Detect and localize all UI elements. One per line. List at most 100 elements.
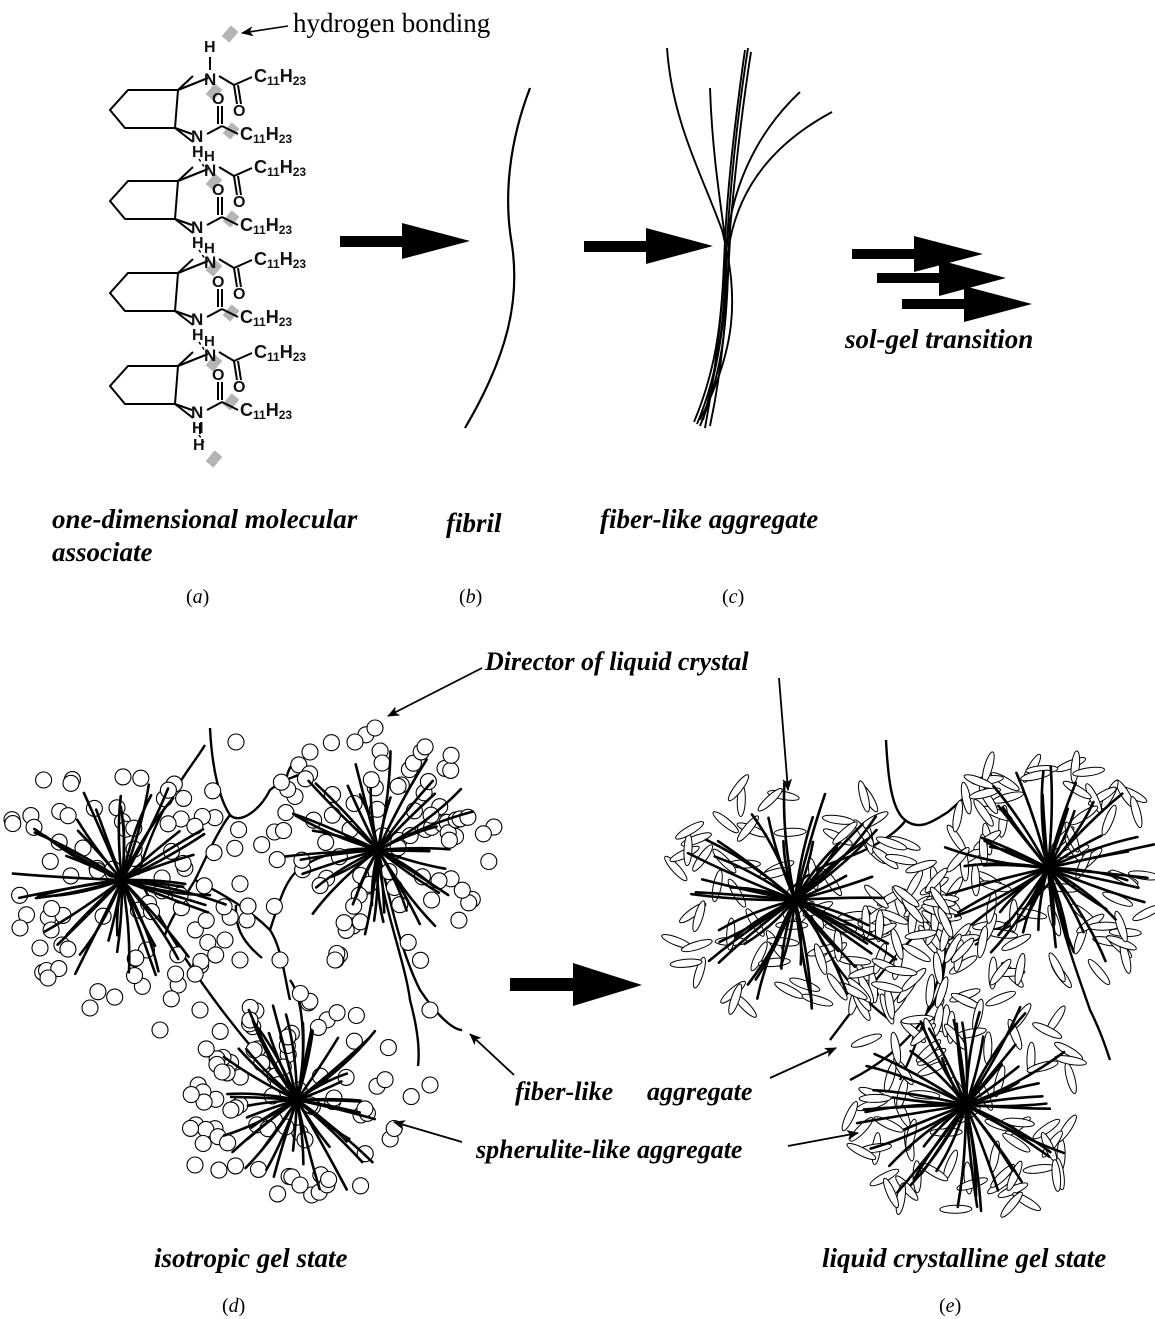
- oxygen-atom: O: [233, 379, 245, 396]
- spherulite-core: [373, 845, 383, 855]
- hydrogen-atom: H: [204, 240, 215, 257]
- spherulite-arrow-left: [394, 1122, 462, 1142]
- solvent-molecule-circle: [212, 1023, 228, 1039]
- liquid-crystal-mesogen: [1131, 902, 1155, 923]
- solvent-molecule-circle: [278, 805, 294, 821]
- caption-c: (c): [722, 586, 744, 609]
- carbonyl-bond: [238, 176, 241, 195]
- sol-gel-transition-label: sol-gel transition: [845, 324, 1033, 355]
- solvent-molecule-circle: [227, 840, 243, 856]
- director-arrow-right: [779, 678, 788, 790]
- solvent-molecule-circle: [254, 837, 270, 853]
- solvent-molecule-circle: [60, 941, 76, 957]
- ring-bond: [175, 366, 178, 404]
- fiber-strand: [703, 88, 726, 420]
- solvent-molecule-circle: [374, 755, 390, 771]
- spherulite-label: spherulite-like aggregate: [476, 1135, 742, 1165]
- alkyl-chain-label: C11H23: [254, 157, 306, 179]
- solvent-molecule-circle: [324, 807, 340, 823]
- liquid-crystal-mesogen: [683, 834, 693, 866]
- solvent-molecule-circle: [363, 772, 379, 788]
- ring-bond: [175, 90, 178, 128]
- oxygen-atom: O: [212, 274, 224, 291]
- solvent-molecule-circle: [422, 1002, 438, 1018]
- spherulite-core: [117, 875, 127, 885]
- fiber-like-arrow-right: [770, 1048, 836, 1078]
- solvent-molecule-circle: [115, 769, 131, 785]
- solvent-molecule-circle: [228, 734, 244, 750]
- solvent-molecule-circle: [63, 775, 79, 791]
- process-arrow-b-to-c: [584, 228, 713, 264]
- liquid-crystal-mesogen: [859, 1094, 891, 1103]
- solvent-molecule-circle: [454, 882, 470, 898]
- oxygen-atom: O: [233, 103, 245, 120]
- solvent-molecule-circle: [377, 1072, 393, 1088]
- fiber-strand: [710, 112, 832, 426]
- bond: [234, 260, 252, 268]
- molecular-associate-label-line1: one-dimensional molecular: [52, 504, 357, 535]
- liquid-crystal-mesogen: [1070, 750, 1081, 783]
- solvent-molecule-circle: [196, 878, 212, 894]
- liquid-crystal-mesogen: [940, 1205, 972, 1214]
- bond: [234, 77, 252, 85]
- carbonyl-bond: [234, 85, 237, 104]
- caption-b: (b): [459, 586, 482, 609]
- bond: [219, 76, 234, 85]
- hydrogen-atom: H: [192, 144, 204, 161]
- solvent-molecule-circle: [269, 852, 285, 868]
- hydrogen-bond-mark: [206, 450, 223, 467]
- alkyl-chain-label: C11H23: [240, 124, 292, 146]
- liquid-crystal-mesogen: [680, 937, 713, 954]
- solvent-molecule-circle: [82, 1000, 98, 1016]
- solvent-molecule-circle: [206, 845, 222, 861]
- alkyl-chain-label: C11H23: [254, 66, 306, 88]
- hydrogen-atom: H: [204, 39, 216, 56]
- carbonyl-bond: [238, 268, 241, 287]
- alkyl-chain-label: C11H23: [254, 249, 306, 271]
- solvent-molecule-circle: [441, 832, 457, 848]
- carbonyl-bond: [238, 361, 241, 380]
- liquid-crystal-mesogen: [885, 965, 918, 978]
- process-arrow-a-to-b: [340, 223, 470, 259]
- hydrogen-atom: H: [192, 327, 204, 344]
- isotropic-gel-illustration: [4, 720, 502, 1203]
- solvent-molecule-circle: [232, 876, 248, 892]
- molecular-associate-structure: NOC11H23NOC11H23HHNOC11H23NOC11H23HHNOC1…: [110, 25, 306, 467]
- solvent-molecule-circle: [403, 1089, 419, 1105]
- oxygen-atom: O: [212, 367, 224, 384]
- liquid-crystal-mesogen: [1101, 889, 1134, 908]
- ring-bond: [175, 273, 178, 311]
- alkyl-chain-label: C11H23: [240, 307, 292, 329]
- solvent-molecule-circle: [367, 720, 383, 736]
- spherulite-core: [790, 895, 800, 905]
- fibril-label: fibril: [446, 508, 502, 539]
- solvent-molecule-circle: [380, 1040, 396, 1056]
- solvent-molecule-circle: [211, 1162, 227, 1178]
- solvent-molecule-circle: [353, 1178, 369, 1194]
- fiber-like-arrow-left: [470, 1034, 514, 1075]
- hydrogen-atom: H: [192, 235, 204, 252]
- solvent-molecule-circle: [475, 826, 491, 842]
- liquid-crystal-mesogen: [756, 786, 785, 814]
- oxygen-atom: O: [212, 182, 224, 199]
- solvent-molecule-circle: [321, 1172, 337, 1188]
- oxygen-atom: O: [233, 194, 245, 211]
- solvent-molecule-circle: [32, 940, 48, 956]
- hydrogen-bond-mark: [222, 25, 239, 42]
- solvent-molecule-circle: [60, 808, 76, 824]
- liquid-crystal-mesogen: [1086, 957, 1113, 987]
- solvent-molecule-circle: [400, 934, 416, 950]
- solvent-molecule-circle: [208, 947, 224, 963]
- molecular-associate-label-line2: associate: [52, 537, 153, 568]
- solvent-molecule-circle: [183, 1120, 199, 1136]
- spherulite-core: [292, 1095, 302, 1105]
- solvent-molecule-circle: [232, 952, 248, 968]
- solvent-molecule-circle: [198, 912, 214, 928]
- cyclohexane-ring: [110, 76, 193, 142]
- solvent-molecule-circle: [187, 966, 203, 982]
- liquid-crystal-mesogen: [1046, 951, 1068, 983]
- solvent-molecule-circle: [422, 1077, 438, 1093]
- solvent-molecule-circle: [251, 1161, 267, 1177]
- solvent-molecule-circle: [90, 984, 106, 1000]
- bond: [207, 309, 222, 317]
